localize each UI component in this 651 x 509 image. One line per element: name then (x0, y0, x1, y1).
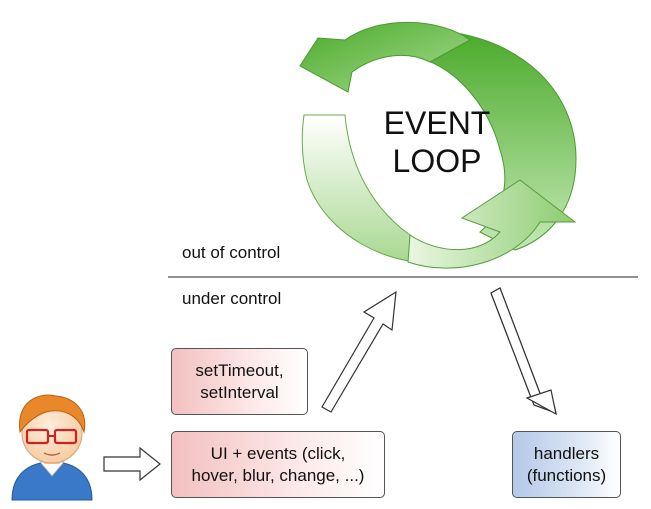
handlers-line: handlers (533, 443, 600, 463)
arrow-user-to-ui (103, 446, 161, 482)
ui-events-line: UI + events (click, (210, 443, 346, 463)
timers-line: setTimeout, (195, 360, 284, 380)
event-loop-title: EVENT LOOP (372, 104, 502, 180)
out-of-control-label: out of control (182, 243, 281, 262)
under-control-label: under control (182, 289, 282, 308)
loop-top-arrow (299, 21, 471, 93)
timers-box: setTimeout, setInterval (171, 348, 308, 415)
handlers-line: (functions) (526, 465, 607, 485)
arrow-to-loop (321, 290, 397, 413)
event-loop-cycle-icon (299, 21, 577, 269)
ui-events-line: hover, blur, change, ...) (191, 465, 365, 485)
ui-events-box: UI + events (click, hover, blur, change,… (171, 431, 385, 498)
handlers-box: handlers (functions) (512, 431, 621, 498)
event-loop-title-line: EVENT (383, 105, 491, 141)
loop-left-band (301, 114, 452, 264)
event-loop-title-line: LOOP (392, 143, 482, 179)
user-avatar-icon (11, 394, 93, 501)
loop-bottom-arrow (407, 179, 577, 269)
timers-line: setInterval (200, 382, 279, 402)
